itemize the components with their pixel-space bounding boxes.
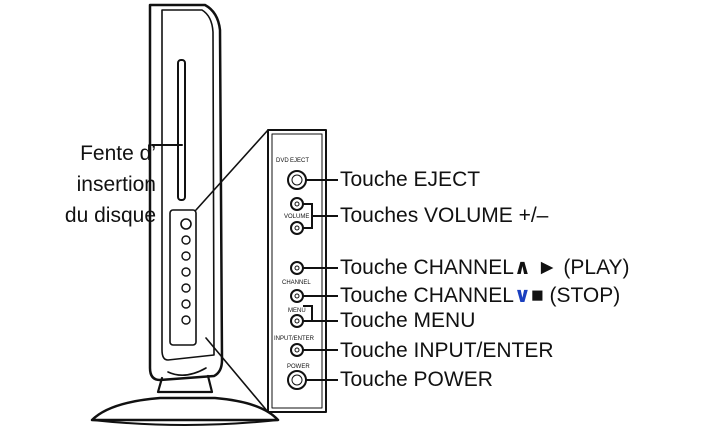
callout-leader-lines <box>303 179 338 381</box>
eject-button-inner-ring <box>291 174 303 186</box>
tv-body-outline <box>148 3 224 382</box>
callout-menu: Touche MENU <box>340 309 475 333</box>
callout-volume: Touches VOLUME +/– <box>340 204 548 228</box>
zoom-line-bottom <box>205 337 269 413</box>
panel-label-dvd: DVD <box>276 158 289 164</box>
callout-input-enter: Touche INPUT/ENTER <box>340 339 554 363</box>
power-button <box>287 370 307 390</box>
zoom-line-top <box>195 129 269 211</box>
eject-button <box>287 170 307 190</box>
volume-down-button-inner-ring <box>294 225 300 231</box>
disc-slot-label: Fente d’ insertion du disque <box>8 138 156 231</box>
callout-menu-text: Touche MENU <box>340 309 476 332</box>
panel-label-volume: VOLUME <box>284 214 309 220</box>
volume-up-button-inner-ring <box>294 201 300 207</box>
callout-channel-up-suffix: ► (PLAY) <box>530 256 630 279</box>
input-enter-button-inner-ring <box>294 347 300 353</box>
disc-slot-label-line-1: Fente d’ <box>80 142 156 165</box>
leader-menu-bracket <box>303 305 313 322</box>
channel-down-glyph: ∨ <box>513 284 531 307</box>
callout-volume-text: Touches VOLUME +/– <box>340 204 549 227</box>
callout-power-text: Touche POWER <box>340 368 493 391</box>
panel-label-eject: EJECT <box>290 158 309 164</box>
tv-bezel-line <box>161 9 215 361</box>
volume-down-button <box>290 221 304 235</box>
menu-button-inner-ring <box>294 318 300 324</box>
callout-channel-up-text: Touche CHANNEL <box>340 256 514 279</box>
callout-input-enter-text: Touche INPUT/ENTER <box>340 339 554 362</box>
disc-slot-label-line-2: insertion <box>76 173 156 196</box>
volume-up-button <box>290 197 304 211</box>
panel-label-menu: MENU <box>288 308 306 314</box>
callout-eject: Touche EJECT <box>340 168 480 192</box>
callout-power: Touche POWER <box>340 368 493 392</box>
channel-up-button-inner-ring <box>294 265 300 271</box>
channel-down-button-inner-ring <box>294 293 300 299</box>
stand-base <box>90 396 280 422</box>
callout-channel-down-text: Touche CHANNEL <box>340 284 514 307</box>
channel-down-button <box>290 289 304 303</box>
disc-slot-label-line-3: du disque <box>64 204 156 227</box>
panel-label-channel: CHANNEL <box>282 280 311 286</box>
side-control-strip <box>169 209 197 346</box>
channel-up-glyph: ∧ <box>513 256 531 279</box>
channel-up-button <box>290 261 304 275</box>
callout-eject-text: Touche EJECT <box>340 168 481 191</box>
menu-button <box>290 314 304 328</box>
power-button-inner-ring <box>291 374 303 386</box>
stand-neck <box>156 374 214 394</box>
panel-label-input-enter: INPUT/ENTER <box>274 336 315 342</box>
callout-channel-down: Touche CHANNEL∨■ (STOP) <box>340 284 620 308</box>
callout-channel-up: Touche CHANNEL∧ ► (PLAY) <box>340 256 630 280</box>
panel-label-power: POWER <box>287 364 310 370</box>
zoomed-control-panel <box>267 129 327 413</box>
callout-channel-down-suffix: ■ (STOP) <box>530 284 621 307</box>
disc-slot <box>177 59 186 201</box>
input-enter-button <box>290 343 304 357</box>
